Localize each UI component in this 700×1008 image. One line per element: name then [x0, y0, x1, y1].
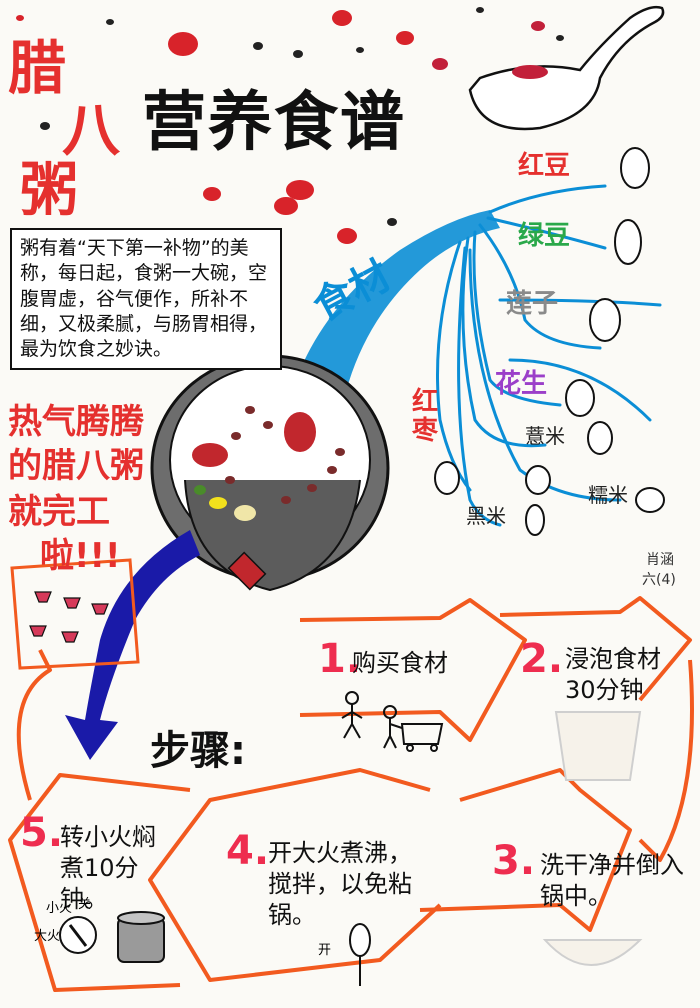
ingredient-huasheng: 花生 [495, 369, 548, 399]
pour-bowl [542, 939, 643, 966]
author-class: 六(4) [642, 572, 676, 588]
step-4-number: 4. [226, 828, 270, 874]
porridge-pot [150, 354, 390, 592]
step-5-text: 转小火焖煮10分钟。 [60, 823, 156, 914]
steps-label: 步骤: [150, 728, 246, 774]
stove-knob-and-pot [59, 911, 165, 963]
ingredient-river [300, 210, 500, 395]
ingredient-nuomi: 糯米 [588, 483, 628, 507]
stove-label-small: 小火 [46, 901, 73, 916]
step-1-number: 1. [318, 636, 362, 682]
step-5-number: 5. [20, 810, 64, 856]
side-title-la: 腊 [8, 34, 67, 102]
soak-basin [554, 711, 642, 781]
step-2-text: 浸泡食材30分钟 [565, 645, 661, 705]
cups-box [10, 558, 140, 670]
ingredient-lvdou: 绿豆 [518, 221, 571, 251]
hot-text-line1: 热气腾腾 [8, 402, 144, 442]
hot-text-line3: 就完工 [8, 492, 110, 532]
ingredient-heimi: 黑米 [466, 504, 506, 528]
spoon-drawing [468, 5, 665, 131]
hot-text-line2: 的腊八粥 [8, 446, 144, 486]
scattered-beans [16, 7, 564, 244]
main-title: 营养食谱 [142, 85, 406, 160]
author-name: 肖涵 [646, 552, 674, 568]
bean-characters [434, 147, 665, 536]
stove-label-big: 大火 [34, 929, 61, 944]
stir-spoon [349, 923, 371, 986]
step-arrows [8, 596, 694, 992]
side-title-zhou: 粥 [20, 156, 79, 224]
ingredient-yimi: 薏米 [525, 424, 565, 448]
stove-label-big-step4: 开 [318, 943, 332, 958]
navy-arrow [65, 530, 200, 760]
ingredient-hongzao: 红枣 [412, 387, 439, 446]
ingredient-branches [436, 184, 662, 527]
side-title-ba: 八 [62, 96, 121, 164]
shopping-figure [341, 691, 444, 752]
ingredient-hongdou: 红豆 [518, 151, 571, 181]
stove-label-off: 关 [78, 897, 92, 912]
hot-text-line4: 啦!!! [40, 536, 121, 576]
ingredient-lianzi: 莲子 [506, 289, 559, 319]
step-1-text: 购买食材 [352, 649, 448, 677]
step-3-text: 洗干净并倒入锅中。 [540, 851, 684, 911]
intro-text-box: 粥有着“天下第一补物”的美称，每日起，食粥一大碗，空腹胃虚，谷气便作，所补不细，… [10, 228, 282, 371]
step-2-number: 2. [520, 636, 564, 682]
step-4-text: 开大火煮沸，搅拌，以免粘锅。 [268, 839, 412, 930]
step-3-number: 3. [492, 838, 536, 884]
